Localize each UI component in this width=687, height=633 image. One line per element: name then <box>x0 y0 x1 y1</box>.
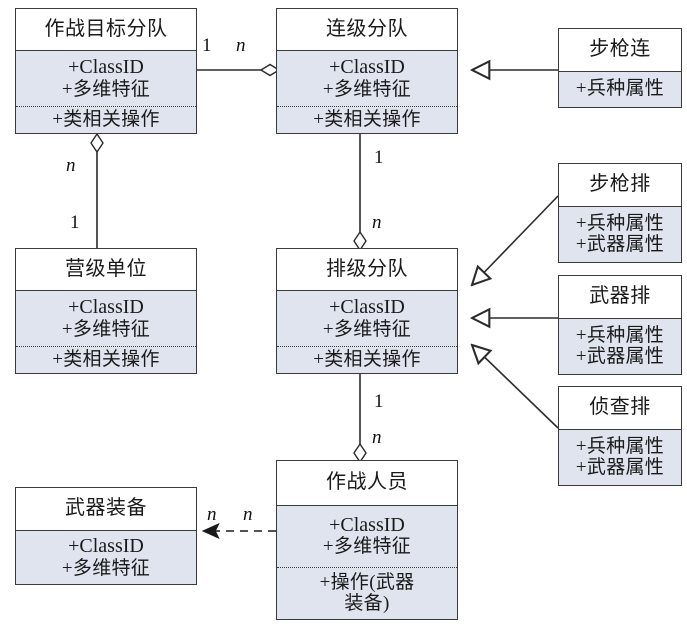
attribute-line: +多维特征 <box>322 318 412 340</box>
class-box-combat-target-unit[interactable]: 作战目标分队 +ClassID +多维特征 +类相关操作 <box>15 8 197 134</box>
attribute-line: +兵种属性 <box>575 324 665 346</box>
multiplicity-label: n <box>372 212 382 233</box>
class-name-company-level-unit: 连级分队 <box>277 9 457 50</box>
edge-target-to-battalion <box>90 132 104 248</box>
attribute-line: +ClassID <box>329 514 405 537</box>
class-attributes-weapons-platoon: +兵种属性 +武器属性 <box>559 318 681 374</box>
class-name-combat-target-unit: 作战目标分队 <box>16 9 196 50</box>
class-box-weapons-platoon[interactable]: 武器排 +兵种属性 +武器属性 <box>558 275 682 375</box>
edge-target-to-company <box>197 63 281 77</box>
class-name-rifle-company: 步枪连 <box>559 29 681 71</box>
attribute-line: +ClassID <box>329 56 405 79</box>
class-attributes-battalion-level-unit: +ClassID +多维特征 <box>16 290 196 347</box>
attribute-line: +多维特征 <box>61 557 151 579</box>
attribute-line: +兵种属性 <box>575 435 665 457</box>
multiplicity-label: n <box>243 504 253 525</box>
class-attributes-company-level-unit: +ClassID +多维特征 <box>277 50 457 107</box>
operation-line: +类相关操作 <box>313 349 421 371</box>
class-box-combat-personnel[interactable]: 作战人员 +ClassID +多维特征 +操作(武器 装备) <box>276 460 458 620</box>
class-attributes-rifle-platoon: +兵种属性 +武器属性 <box>559 206 681 262</box>
attribute-line: +武器属性 <box>575 346 665 367</box>
class-attributes-recon-platoon: +兵种属性 +武器属性 <box>559 429 681 485</box>
class-name-weapon-equipment: 武器装备 <box>16 488 196 530</box>
multiplicity-label: 1 <box>202 35 212 56</box>
class-name-battalion-level-unit: 营级单位 <box>16 249 196 290</box>
multiplicity-label: 1 <box>70 212 80 233</box>
operation-line: +类相关操作 <box>52 349 160 371</box>
edge-company-to-platoon <box>353 134 367 252</box>
class-name-platoon-level-unit: 排级分队 <box>277 249 457 290</box>
multiplicity-label: n <box>207 504 217 525</box>
operation-line: +类相关操作 <box>52 109 160 131</box>
multiplicity-label: 1 <box>374 147 384 168</box>
class-operations-combat-personnel: +操作(武器 装备) <box>277 566 457 619</box>
multiplicity-label: 1 <box>374 391 384 412</box>
class-name-rifle-platoon: 步枪排 <box>559 164 681 206</box>
class-name-weapons-platoon: 武器排 <box>559 276 681 318</box>
class-operations-battalion-level-unit: +类相关操作 <box>16 346 196 374</box>
attribute-line: +ClassID <box>329 296 405 319</box>
attribute-line: +ClassID <box>68 56 144 79</box>
class-operations-combat-target-unit: +类相关操作 <box>16 106 196 134</box>
class-attributes-platoon-level-unit: +ClassID +多维特征 <box>277 290 457 347</box>
class-box-rifle-platoon[interactable]: 步枪排 +兵种属性 +武器属性 <box>558 163 682 263</box>
class-box-recon-platoon[interactable]: 侦查排 +兵种属性 +武器属性 <box>558 386 682 486</box>
class-attributes-combat-personnel: +ClassID +多维特征 <box>277 505 457 567</box>
attribute-line: +多维特征 <box>61 78 151 100</box>
attribute-line: +ClassID <box>68 296 144 319</box>
attribute-line: +ClassID <box>68 535 144 558</box>
edge-recon-platoon-generalization <box>472 345 559 429</box>
class-attributes-weapon-equipment: +ClassID +多维特征 <box>16 530 196 584</box>
operation-line: +操作(武器 装备) <box>319 571 415 614</box>
attribute-line: +武器属性 <box>575 234 665 255</box>
edge-rifle-platoon-generalization <box>472 195 559 285</box>
attribute-line: +兵种属性 <box>575 212 665 234</box>
multiplicity-label: n <box>66 155 76 176</box>
edge-platoon-to-personnel <box>353 374 367 464</box>
class-operations-company-level-unit: +类相关操作 <box>277 106 457 134</box>
attribute-line: +武器属性 <box>575 457 665 478</box>
class-attributes-combat-target-unit: +ClassID +多维特征 <box>16 50 196 107</box>
class-box-battalion-level-unit[interactable]: 营级单位 +ClassID +多维特征 +类相关操作 <box>15 248 197 374</box>
class-box-rifle-company[interactable]: 步枪连 +兵种属性 <box>558 28 682 108</box>
multiplicity-label: n <box>236 35 246 56</box>
attribute-line: +多维特征 <box>61 318 151 340</box>
class-operations-platoon-level-unit: +类相关操作 <box>277 346 457 374</box>
class-box-company-level-unit[interactable]: 连级分队 +ClassID +多维特征 +类相关操作 <box>276 8 458 134</box>
operation-line: +类相关操作 <box>313 109 421 131</box>
attribute-line: +兵种属性 <box>575 78 665 100</box>
class-attributes-rifle-company: +兵种属性 <box>559 71 681 107</box>
class-box-platoon-level-unit[interactable]: 排级分队 +ClassID +多维特征 +类相关操作 <box>276 248 458 374</box>
multiplicity-label: n <box>372 427 382 448</box>
class-name-recon-platoon: 侦查排 <box>559 387 681 429</box>
attribute-line: +多维特征 <box>322 78 412 100</box>
class-box-weapon-equipment[interactable]: 武器装备 +ClassID +多维特征 <box>15 487 197 585</box>
class-name-combat-personnel: 作战人员 <box>277 461 457 505</box>
attribute-line: +多维特征 <box>322 536 412 558</box>
